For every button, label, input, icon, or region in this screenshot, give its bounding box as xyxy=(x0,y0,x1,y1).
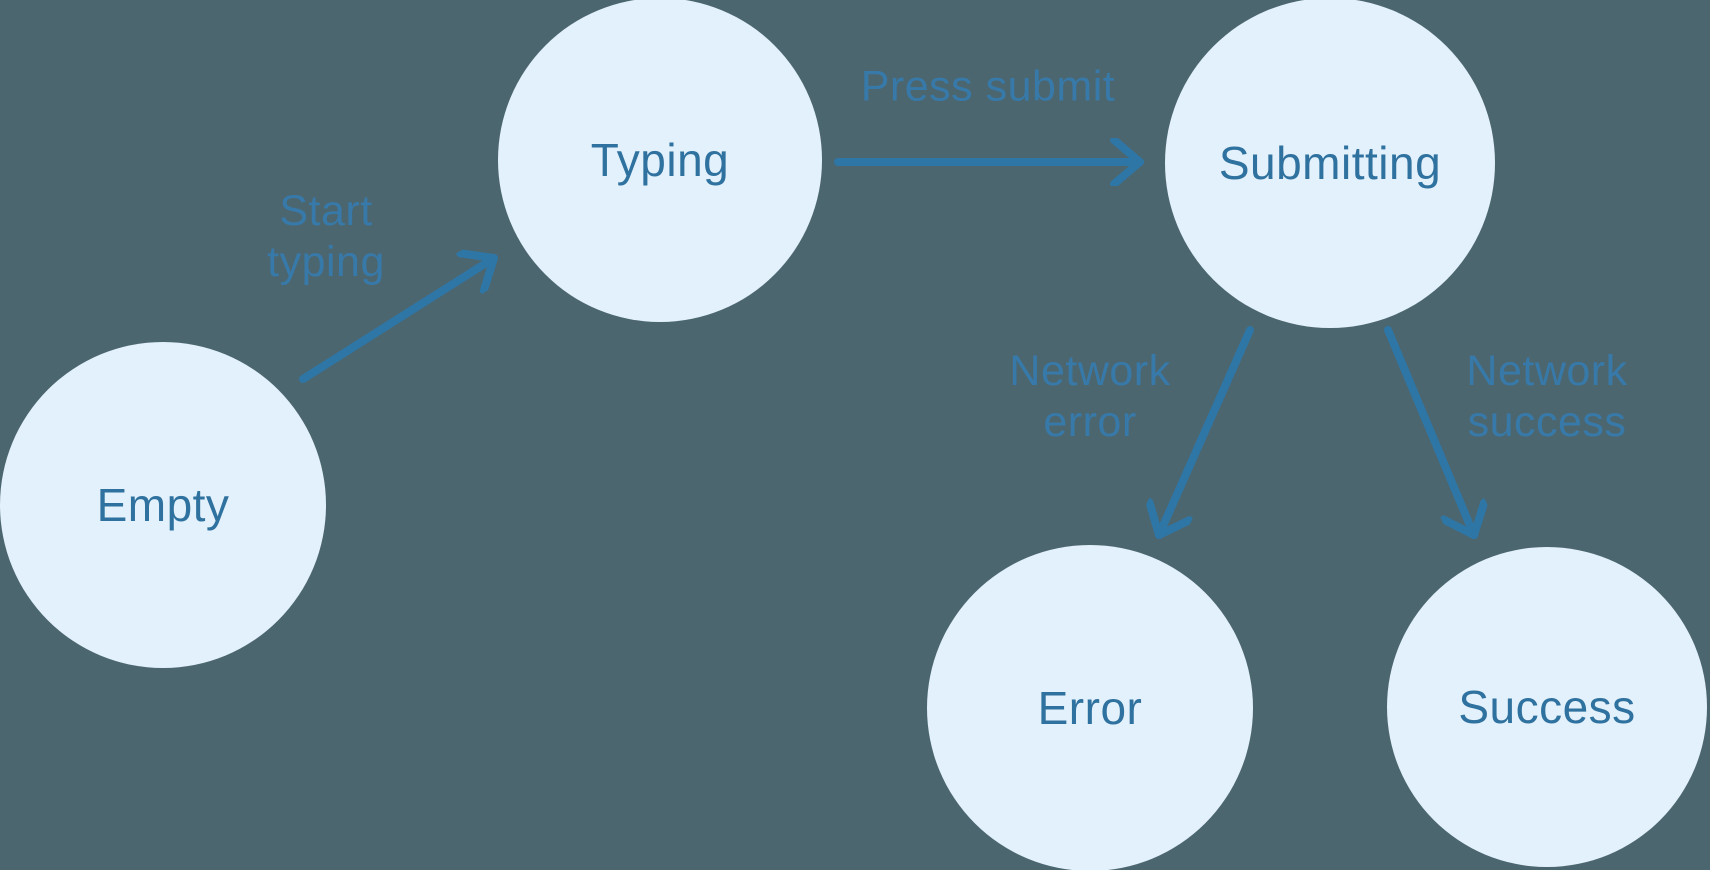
state-node-empty: Empty xyxy=(0,342,326,668)
state-node-typing: Typing xyxy=(498,0,822,322)
state-label-success: Success xyxy=(1458,681,1636,733)
transition-label-network-success: Network success xyxy=(1466,347,1628,446)
transition-label-start-typing: Start typing xyxy=(267,187,385,286)
state-label-typing: Typing xyxy=(590,134,730,186)
state-label-submitting: Submitting xyxy=(1218,137,1442,189)
state-label-empty: Empty xyxy=(96,479,230,531)
arrow-network-error xyxy=(1159,326,1254,539)
state-label-error: Error xyxy=(1037,682,1143,734)
state-node-success: Success xyxy=(1387,547,1707,867)
transition-label-press-submit: Press submit xyxy=(860,62,1116,111)
state-node-error: Error xyxy=(927,545,1253,870)
arrow-network-success xyxy=(1384,326,1474,539)
transition-label-network-error: Network error xyxy=(1009,347,1171,446)
arrow-start-typing xyxy=(299,258,498,383)
state-node-submitting: Submitting xyxy=(1165,0,1495,328)
